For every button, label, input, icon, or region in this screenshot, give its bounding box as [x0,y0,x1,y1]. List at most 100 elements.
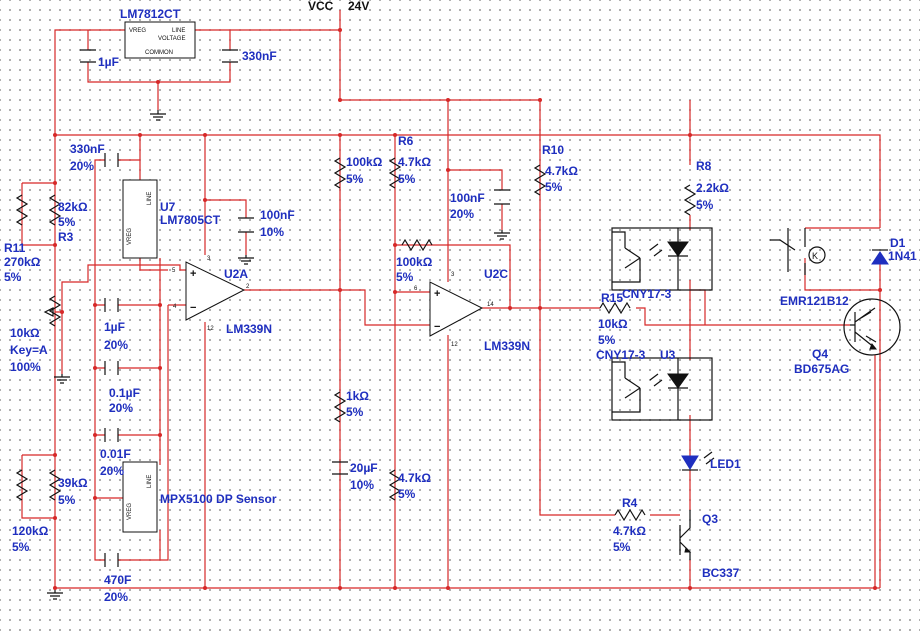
r11-tol: 5% [4,270,22,284]
r-39k-tol: 5% [58,493,76,507]
r-47k-low-tol: 5% [398,487,416,501]
q3-transistor [679,510,692,560]
c-01uf-tol: 20% [109,401,133,415]
opamp-u2c: + − [429,281,484,337]
c-470f-label: 470F [104,573,131,587]
mpx5100-label: MPX5100 DP Sensor [160,492,277,506]
opamp-u2a: + − [185,261,246,321]
r8-value: 2.2kΩ [696,181,729,195]
svg-text:5: 5 [172,268,176,274]
r6-value: 4.7kΩ [398,155,431,169]
optocoupler-top [611,227,713,291]
r8-tol: 5% [696,198,714,212]
r8-label: R8 [696,159,712,173]
cny-bottom-label: CNY17-3 [596,348,646,362]
mpx5100-sensor-box: VREG LINE [122,461,158,533]
c-001f-tol: 20% [100,464,124,478]
c-100nf-b-tol: 20% [450,207,474,221]
junction-dots [53,28,882,590]
r-39k-label: 39kΩ [58,476,88,490]
pot-percent: 100% [10,360,41,374]
q3-label: Q3 [702,512,718,526]
svg-text:12: 12 [451,342,458,348]
svg-text:VREG: VREG [127,228,133,245]
u3-label: U3 [660,348,676,362]
c-330nf-left-tol: 20% [70,159,94,173]
diode-d1 [871,249,889,265]
svg-text:3: 3 [451,272,455,278]
pot-value: 10kΩ [10,326,40,340]
c-1uf-top-label: 1µF [98,55,119,69]
led1-symbol [681,451,715,471]
c-100nf-a-label: 100nF [260,208,295,222]
pot-key: Key=A [10,343,48,357]
svg-text:+: + [434,288,440,300]
lm7805-regulator: VREG LINE [122,179,158,259]
optocoupler-bottom [611,357,713,421]
lm7812-regulator: VREG LINE VOLTAGE COMMON [124,21,196,59]
r10-value: 4.7kΩ [545,164,578,178]
u2c-label: U2C [484,267,508,281]
r-82k-tol: 5% [58,215,76,229]
svg-text:VOLTAGE: VOLTAGE [158,36,185,42]
r-120k-label: 120kΩ [12,524,49,538]
r-120k-tol: 5% [12,540,30,554]
r-100k-a-label: 100kΩ [346,155,383,169]
u7-label: U7 [160,200,176,214]
c-100nf-b-label: 100nF [450,191,485,205]
resistor-symbols [15,157,697,522]
svg-text:2: 2 [246,284,250,290]
r-100k-a-tol: 5% [346,172,364,186]
svg-text:LINE: LINE [147,475,153,488]
q4-part: BD675AG [794,362,849,376]
q4-label: Q4 [812,347,828,361]
lm339-c-label: LM339N [484,339,530,353]
svg-text:LINE: LINE [172,28,185,34]
r-82k-label: 82kΩ [58,200,88,214]
led1-label: LED1 [710,457,741,471]
r6-tol: 5% [398,172,416,186]
svg-text:3: 3 [207,256,211,262]
d1-label: D1 [890,236,906,250]
r15-label: R15 [601,291,623,305]
svg-text:VREG: VREG [129,28,146,34]
r4-value: 4.7kΩ [613,524,646,538]
cny-top-label: CNY17-3 [622,287,672,301]
lm339-a-label: LM339N [226,322,272,336]
r-1k-label: 1kΩ [346,389,369,403]
c-330nf-left-label: 330nF [70,142,105,156]
c-330nf-top-label: 330nF [242,49,277,63]
lm7805-label: LM7805CT [160,213,221,227]
relay-emr121b12: K [770,228,826,275]
svg-text:−: − [190,302,196,314]
relay-label: EMR121B12 [780,294,849,308]
component-labels: VCC 24V LM7812CT 1µF 330nF 330nF 20% U7 … [4,0,917,604]
lm7812-label: LM7812CT [120,7,181,21]
r10-tol: 5% [545,180,563,194]
svg-text:K: K [812,251,818,261]
r11-label: R11 [4,241,26,255]
d1-part: 1N41 [888,249,917,263]
r4-label: R4 [622,496,638,510]
c-470f-tol: 20% [104,590,128,604]
capacitor-symbols [80,49,510,567]
c-1uf-b-label: 1µF [104,320,125,334]
r11-value: 270kΩ [4,255,41,269]
r3-label: R3 [58,230,74,244]
pin-numbers: 3 5 4 2 12 14 6 3 12 [172,256,494,348]
wires [21,10,881,590]
svg-text:14: 14 [487,302,494,308]
c-01uf-label: 0.1µF [109,386,140,400]
r-100k-b-tol: 5% [396,270,414,284]
svg-text:−: − [434,321,440,333]
svg-text:6: 6 [414,286,418,292]
c-1uf-b-tol: 20% [104,338,128,352]
r-1k-tol: 5% [346,405,364,419]
svg-text:LINE: LINE [147,192,153,205]
ground-symbols [47,110,510,600]
vcc-label: VCC [308,0,334,13]
c-100nf-a-tol: 10% [260,225,284,239]
r15-tol: 5% [598,333,616,347]
